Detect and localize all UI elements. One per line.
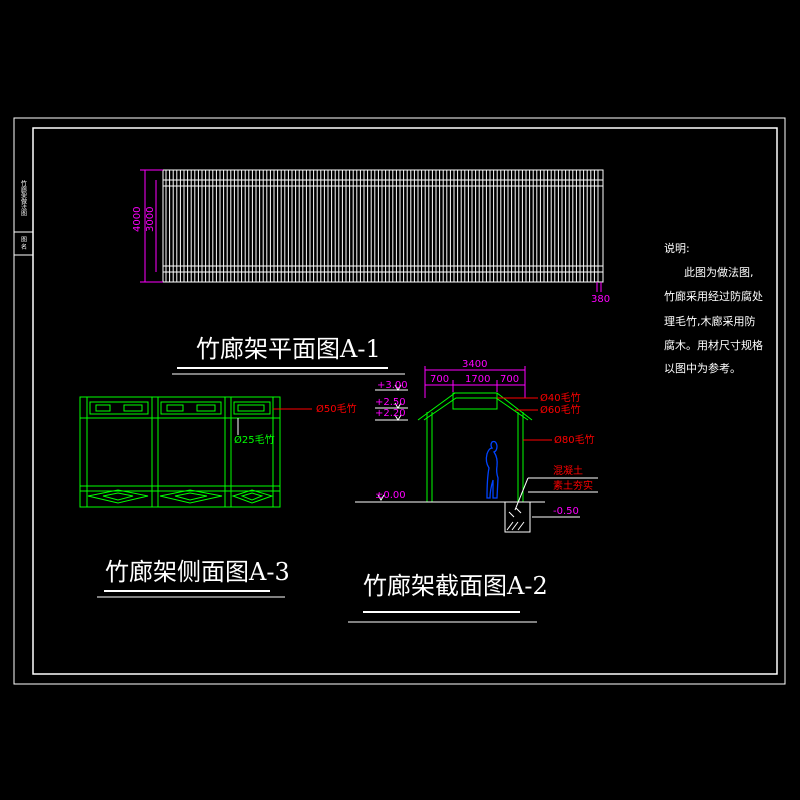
notes-line-3: 理毛竹,木廊采用防 [664,314,756,328]
section-label-ridge: Ø40毛竹 [540,391,581,404]
section-elev-2: +2.50 [375,397,406,408]
outer-frame [13,117,786,685]
side-fret-2 [160,401,222,415]
section-view: 3400 700 1700 700 +3.00 +2.50 +2.20 [355,359,598,533]
section-label-soil: 素土夯实 [553,479,593,492]
side-fret-1 [89,401,149,415]
section-elev-footing: -0.50 [553,506,579,517]
section-top-frame [452,392,498,410]
section-footing [504,501,531,533]
section-footing-hatch [506,507,525,531]
notes-line-5: 以图中为参考。 [664,361,741,375]
plan-dim-spacing: 380 [591,294,610,305]
side-title: 竹廊架侧面图A-3 [105,558,290,586]
section-dim-total: 3400 [462,359,487,370]
section-elev-marker-2 [394,402,402,409]
human-figure-icon [485,440,499,499]
title-block-col1: 图 名 [20,236,27,251]
section-elev-marker-3 [394,414,402,421]
side-fret-3 [233,401,271,415]
inner-frame [32,127,778,675]
side-view [79,396,281,508]
notes-line-1: 此图为做法图, [684,265,754,279]
section-elev-ground: ±0.00 [375,490,406,501]
side-diamonds [87,489,274,504]
section-label-post: Ø80毛竹 [554,433,595,446]
side-label-post: Ø50毛竹 [316,402,357,415]
plan-outline [162,169,604,283]
plan-dim-outer: 4000 [132,207,143,232]
notes-heading: 说明: [664,241,690,255]
section-dim-mid: 1700 [465,374,490,385]
plan-view: 4000 3000 380 竹廊架平面图A-1 [132,169,610,375]
notes: 说明: 此图为做法图, 竹廊采用经过防腐处 理毛竹,木廊采用防 腐木。用材尺寸规… [664,241,763,375]
section-dim-left: 700 [430,374,449,385]
plan-dim-inner: 3000 [145,207,156,232]
side-label-rail: Ø25毛竹 [234,433,275,446]
section-roof-outer [417,392,533,421]
section-elev-marker-ground [377,494,385,501]
section-structure [417,392,533,502]
section-elev-3: +2.20 [375,408,406,419]
notes-line-4: 腐木。用材尺寸规格 [664,338,763,352]
title-block-col2: 竹廊架做法图 [20,179,27,217]
section-roof-inner [423,397,529,421]
section-elev-top: +3.00 [377,380,408,391]
section-dim-right: 700 [500,374,519,385]
plan-title: 竹廊架平面图A-1 [196,335,381,363]
section-label-rafter: Ø60毛竹 [540,403,581,416]
side-outline [79,396,281,508]
section-label-concrete: 混凝土 [553,464,583,477]
plan-slats [165,170,599,282]
notes-line-2: 竹廊采用经过防腐处 [664,289,763,303]
leader-vertical [514,477,529,511]
section-title: 竹廊架截面图A-2 [363,572,548,600]
section-elev-marker-1 [394,384,402,391]
